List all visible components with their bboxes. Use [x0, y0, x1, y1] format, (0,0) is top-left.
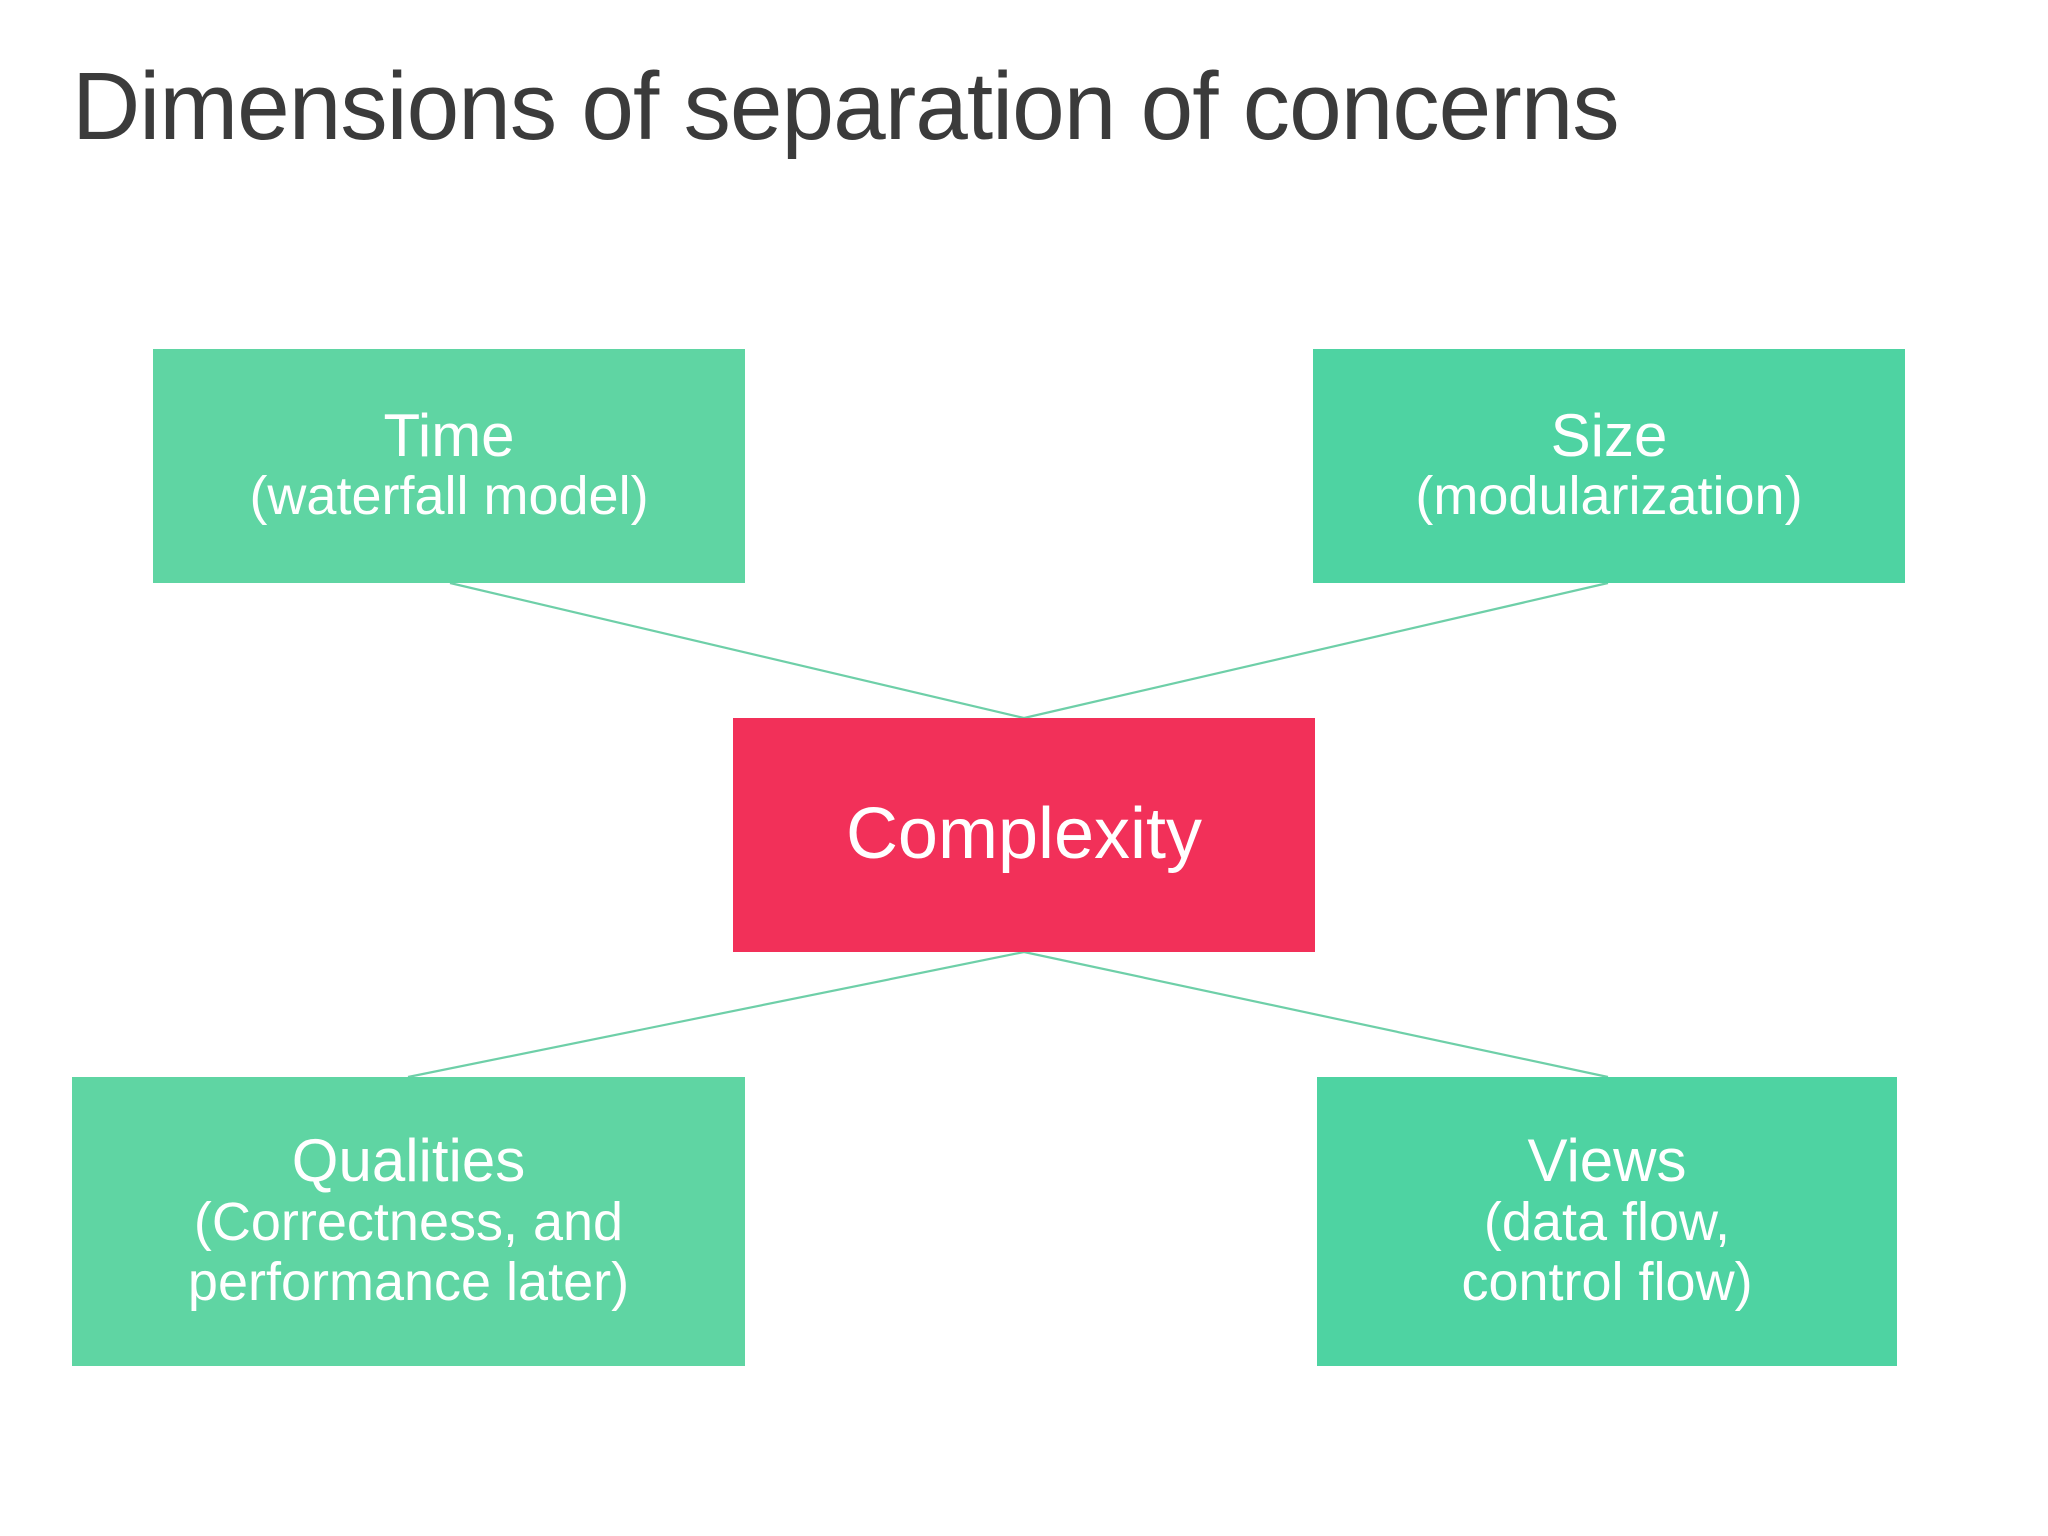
node-views-sublabel-1: (data flow,	[1483, 1191, 1731, 1252]
node-qualities-sublabel-2: performance later)	[187, 1252, 630, 1313]
node-qualities-sublabel-1: (Correctness, and	[193, 1191, 624, 1252]
node-time[interactable]: Time (waterfall model)	[153, 349, 745, 583]
node-qualities[interactable]: Qualities (Correctness, and performance …	[72, 1077, 745, 1366]
node-complexity-label: Complexity	[845, 794, 1203, 875]
connector-time-to-complexity	[449, 581, 1025, 720]
connector-complexity-to-views	[1023, 950, 1609, 1079]
node-complexity[interactable]: Complexity	[733, 718, 1315, 952]
node-views-label: Views	[1527, 1127, 1687, 1195]
connector-size-to-complexity	[1023, 581, 1609, 720]
node-time-label: Time	[383, 402, 515, 470]
node-time-sublabel-1: (waterfall model)	[249, 466, 649, 527]
page-title: Dimensions of separation of concerns	[72, 53, 1620, 160]
node-size-sublabel-1: (modularization)	[1415, 466, 1803, 527]
node-qualities-label: Qualities	[291, 1127, 526, 1195]
node-views[interactable]: Views (data flow, control flow)	[1317, 1077, 1897, 1366]
node-views-sublabel-2: control flow)	[1461, 1252, 1753, 1313]
node-size[interactable]: Size (modularization)	[1313, 349, 1905, 583]
connector-complexity-to-qualities	[407, 950, 1025, 1079]
node-size-label: Size	[1550, 402, 1668, 470]
